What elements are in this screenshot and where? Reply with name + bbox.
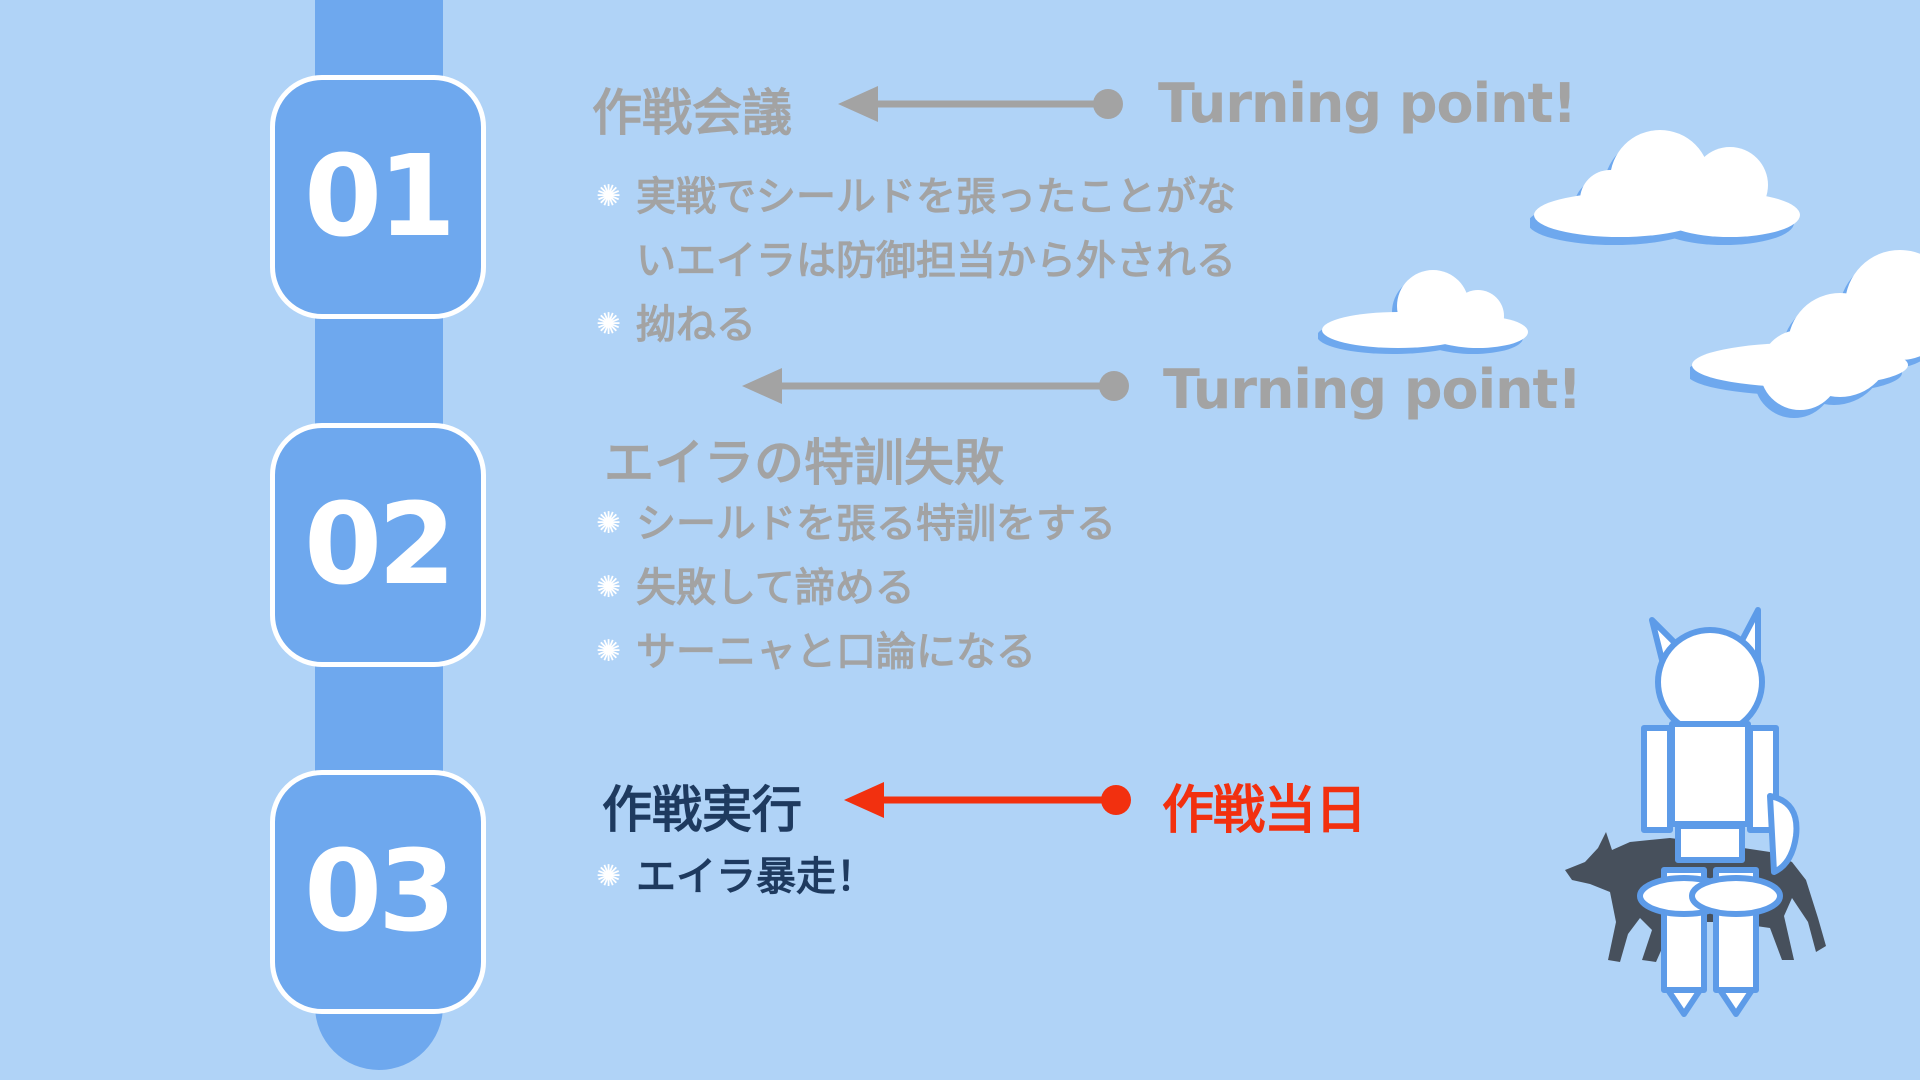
step-03-box: 03: [270, 770, 486, 1014]
step-03-bullet-1-text: エイラ暴走！: [636, 854, 876, 900]
step-01-box: 01: [270, 75, 486, 319]
arrow-left-icon: [844, 782, 1131, 818]
sparkle-icon: ✺: [596, 634, 622, 669]
sparkle-icon: ✺: [596, 307, 622, 342]
arrow-left-icon: [742, 368, 1129, 404]
step-02-bullet-2: ✺ 失敗して諦める: [596, 556, 915, 620]
step-01-bullet-2: ✺ 拗ねる: [596, 293, 756, 357]
step-03-number: 03: [304, 827, 456, 957]
step-02-bullet-1: ✺ シールドを張る特訓をする: [596, 492, 1116, 556]
sparkle-icon: ✺: [596, 859, 622, 894]
cloud-icon: [1530, 130, 1800, 245]
sparkle-icon: ✺: [596, 570, 622, 605]
step-01-title: 作戦会議: [592, 84, 792, 142]
cloud-icon: [1690, 250, 1920, 418]
step-02-box: 02: [270, 423, 486, 667]
step-02-number: 02: [304, 480, 456, 610]
step-03-bullet-1: ✺ エイラ暴走！: [596, 845, 876, 909]
step-01-number: 01: [304, 132, 456, 262]
turning-point-tag-1: Turning point!: [1158, 72, 1577, 135]
sparkle-icon: ✺: [596, 506, 622, 541]
step-02-bullet-3: ✺ サーニャと口論になる: [596, 620, 1036, 684]
operation-day-tag: 作戦当日: [1162, 781, 1367, 841]
step-02-bullet-3-text: サーニャと口論になる: [636, 629, 1036, 675]
arrow-left-icon: [838, 86, 1123, 122]
step-01-bullet-1-line-2: いエイラは防御担当から外される: [636, 238, 1236, 284]
step-01-bullet-1: ✺ 実戦でシールドを張ったことがな いエイラは防御担当から外される: [596, 165, 1236, 293]
sparkle-icon: ✺: [596, 179, 622, 214]
character-with-wolf-illustration: [1565, 607, 1826, 1017]
step-01-bullet-2-text: 拗ねる: [636, 302, 756, 348]
step-02-bullet-2-text: 失敗して諦める: [636, 565, 915, 611]
step-02-bullet-1-text: シールドを張る特訓をする: [636, 501, 1116, 547]
cloud-icon: [1318, 270, 1528, 354]
step-02-title: エイラの特訓失敗: [604, 434, 1004, 492]
turning-point-tag-2: Turning point!: [1163, 358, 1582, 421]
step-01-bullet-1-line-1: 実戦でシールドを張ったことがな: [636, 174, 1236, 220]
step-03-title: 作戦実行: [602, 781, 802, 839]
